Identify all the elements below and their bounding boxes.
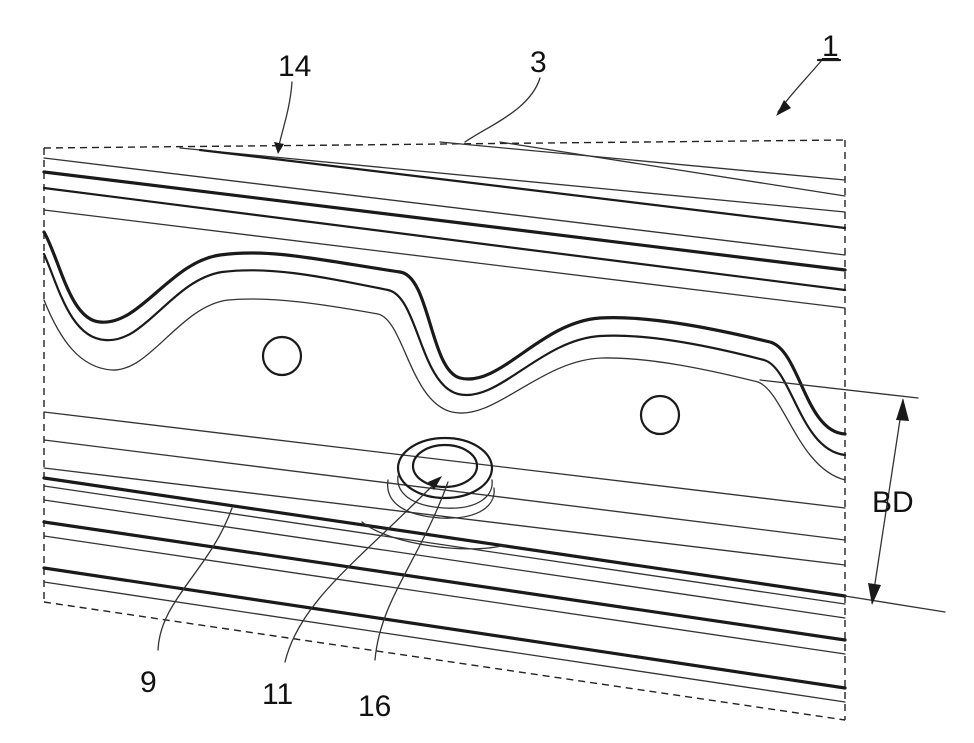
rail-line bbox=[44, 536, 845, 654]
leader-14-arrowhead bbox=[274, 142, 284, 154]
label-dimension: BD bbox=[872, 486, 914, 519]
wave-inner bbox=[44, 299, 845, 480]
label-edge-line: 9 bbox=[140, 666, 157, 699]
rail-line bbox=[44, 478, 845, 596]
leader-3 bbox=[465, 78, 540, 142]
leader-1-arrowhead bbox=[776, 100, 791, 116]
rail-line bbox=[440, 142, 845, 180]
wave-outer bbox=[44, 232, 845, 434]
wavy-bead bbox=[44, 232, 845, 480]
rail-line bbox=[44, 468, 845, 565]
lower-rails bbox=[44, 412, 845, 702]
dimension-arrowhead bbox=[896, 398, 909, 421]
upper-rails bbox=[44, 142, 845, 308]
boss-grommet bbox=[362, 438, 505, 549]
label-hole-inner: 11 bbox=[262, 678, 293, 711]
leader-lines bbox=[158, 60, 822, 662]
label-boss: 16 bbox=[358, 690, 391, 723]
bottom-boundary-line bbox=[44, 602, 845, 720]
rail-line bbox=[44, 412, 845, 508]
dimension-extension-line bbox=[760, 380, 918, 398]
label-groove: 14 bbox=[278, 50, 311, 83]
dimension-extension-line bbox=[845, 596, 945, 612]
rail-line bbox=[44, 172, 845, 270]
label-assembly: 1 bbox=[822, 30, 839, 63]
rail-line bbox=[44, 188, 845, 290]
circular-hole bbox=[641, 396, 679, 434]
leader-9 bbox=[158, 508, 232, 650]
leader-14 bbox=[278, 82, 292, 150]
rail-line bbox=[500, 142, 845, 196]
boss-inner-hole bbox=[413, 445, 477, 487]
rail-line bbox=[44, 158, 845, 255]
rail-line bbox=[44, 210, 845, 308]
circular-hole bbox=[263, 337, 301, 375]
section-boundary bbox=[44, 140, 845, 720]
dimension-bd bbox=[760, 380, 945, 612]
top-boundary-line bbox=[44, 140, 845, 148]
label-top-edge: 3 bbox=[530, 46, 547, 79]
boss-wall bbox=[398, 476, 492, 508]
